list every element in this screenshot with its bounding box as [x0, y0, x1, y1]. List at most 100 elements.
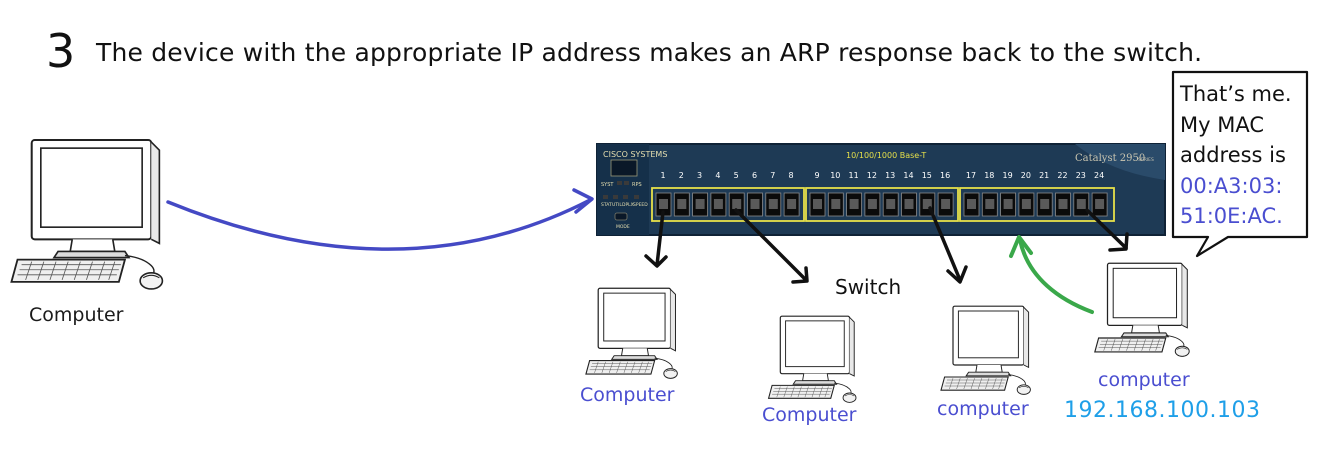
led-label-util: UTIL — [612, 202, 622, 208]
port-20-socket — [1021, 199, 1031, 209]
link-arrows — [644, 206, 1129, 284]
port-11-socket — [849, 199, 859, 209]
bubble-line-3: address is — [1180, 143, 1286, 167]
port-number-2: 2 — [679, 171, 684, 180]
computer-4-ip-address: 192.168.100.103 — [1064, 398, 1261, 423]
port-12-socket — [867, 199, 877, 209]
link-arrow-2 — [734, 208, 808, 282]
port-number-20: 20 — [1021, 171, 1031, 180]
port-number-16: 16 — [940, 171, 950, 180]
bubble-line-1: That’s me. — [1180, 82, 1292, 106]
port-7-socket — [768, 199, 778, 209]
port-number-13: 13 — [885, 171, 895, 180]
port-16-socket — [941, 199, 951, 209]
port-number-6: 6 — [752, 171, 757, 180]
port-number-22: 22 — [1057, 171, 1067, 180]
port-number-10: 10 — [830, 171, 840, 180]
port-number-17: 17 — [966, 171, 976, 180]
step-number: 3 — [46, 24, 76, 78]
port-number-23: 23 — [1076, 171, 1086, 180]
link-arrow-4 — [1085, 208, 1128, 250]
port-2-socket — [677, 199, 687, 209]
port-10-socket — [831, 199, 841, 209]
switch-model-suffix: SERIES — [1138, 157, 1154, 163]
mode-button — [614, 212, 628, 221]
switch-brand: CISCO SYSTEMS — [603, 150, 667, 159]
link-arrow-1 — [655, 210, 665, 267]
port-group-2 — [805, 187, 959, 222]
port-number-7: 7 — [770, 171, 775, 180]
switch-device: CISCO SYSTEMS SYST RPS STAT UTIL DPLX SP… — [596, 143, 1166, 236]
link-arrow-3 — [928, 206, 962, 282]
port-18-socket — [985, 199, 995, 209]
port-1-socket — [659, 199, 668, 209]
switch-speed-label: 10/100/1000 Base-T — [846, 151, 926, 160]
port-group-3 — [959, 187, 1115, 222]
status-leds — [603, 181, 639, 199]
led-label-stat: STAT — [601, 202, 612, 208]
computer-4-icon — [1093, 262, 1191, 357]
port-8-socket — [787, 199, 797, 209]
port-21-socket — [1040, 199, 1050, 209]
port-number-21: 21 — [1039, 171, 1049, 180]
port-number-18: 18 — [984, 171, 994, 180]
mac-address-line-2: 51:0E:AC. — [1180, 204, 1283, 228]
arp-request-arrow — [166, 198, 592, 251]
left-computer-label: Computer — [29, 304, 124, 326]
port-number-4: 4 — [715, 171, 720, 180]
port-number-9: 9 — [814, 171, 819, 180]
port-number-14: 14 — [903, 171, 913, 180]
arp-response-arrow — [1018, 238, 1094, 314]
port-number-3: 3 — [697, 171, 702, 180]
port-15-socket — [922, 199, 932, 209]
port-groups — [651, 187, 1115, 222]
port-23-socket — [1076, 199, 1086, 209]
port-19-socket — [1003, 199, 1013, 209]
switch-model: Catalyst 2950 — [1075, 153, 1145, 164]
port-9-socket — [813, 199, 822, 209]
computer-2-icon — [767, 315, 857, 403]
led-label-speed: SPEED — [633, 202, 648, 208]
port-number-8: 8 — [789, 171, 794, 180]
bubble-line-2: My MAC — [1180, 112, 1264, 137]
port-number-5: 5 — [734, 171, 739, 180]
port-13-socket — [886, 199, 896, 209]
port-number-11: 11 — [849, 171, 859, 180]
computer-4-label: computer — [1098, 369, 1190, 391]
led-label-rps: RPS — [632, 182, 642, 188]
mode-label: MODE — [616, 224, 630, 230]
link-arrow-1-head — [644, 254, 668, 268]
port-number-24: 24 — [1094, 171, 1104, 180]
computer-3-icon — [940, 305, 1032, 395]
port-14-socket — [904, 199, 914, 209]
left-computer-icon — [10, 138, 164, 290]
port-22-socket — [1058, 199, 1068, 209]
link-arrow-4-head — [1108, 232, 1129, 252]
port-24-socket — [1095, 199, 1105, 209]
port-number-1: 1 — [660, 171, 665, 180]
led-label-dplx: DPLX — [622, 202, 634, 208]
port-3-socket — [695, 199, 705, 209]
arp-request-arrowhead — [572, 188, 594, 214]
arp-response-arrowhead — [1009, 235, 1033, 258]
diagram-caption: The device with the appropriate IP addre… — [96, 38, 1203, 67]
computer-1-icon — [585, 287, 679, 379]
port-number-19: 19 — [1003, 171, 1013, 180]
link-arrow-3-head — [946, 265, 968, 284]
switch-chassis — [596, 143, 1166, 236]
computer-1-label: Computer — [580, 384, 675, 406]
switch-label: Switch — [835, 275, 902, 299]
mac-address-line-1: 00:A3:03: — [1180, 173, 1283, 198]
switch-accent-panel — [1075, 144, 1165, 180]
led-label-syst: SYST — [601, 182, 614, 188]
port-number-12: 12 — [867, 171, 877, 180]
port-4-socket — [713, 199, 723, 209]
console-port — [610, 159, 638, 177]
port-group-1 — [651, 187, 805, 222]
computer-2-label: Computer — [762, 404, 857, 426]
speech-bubble — [1171, 70, 1309, 258]
link-arrow-2-head — [791, 266, 809, 284]
